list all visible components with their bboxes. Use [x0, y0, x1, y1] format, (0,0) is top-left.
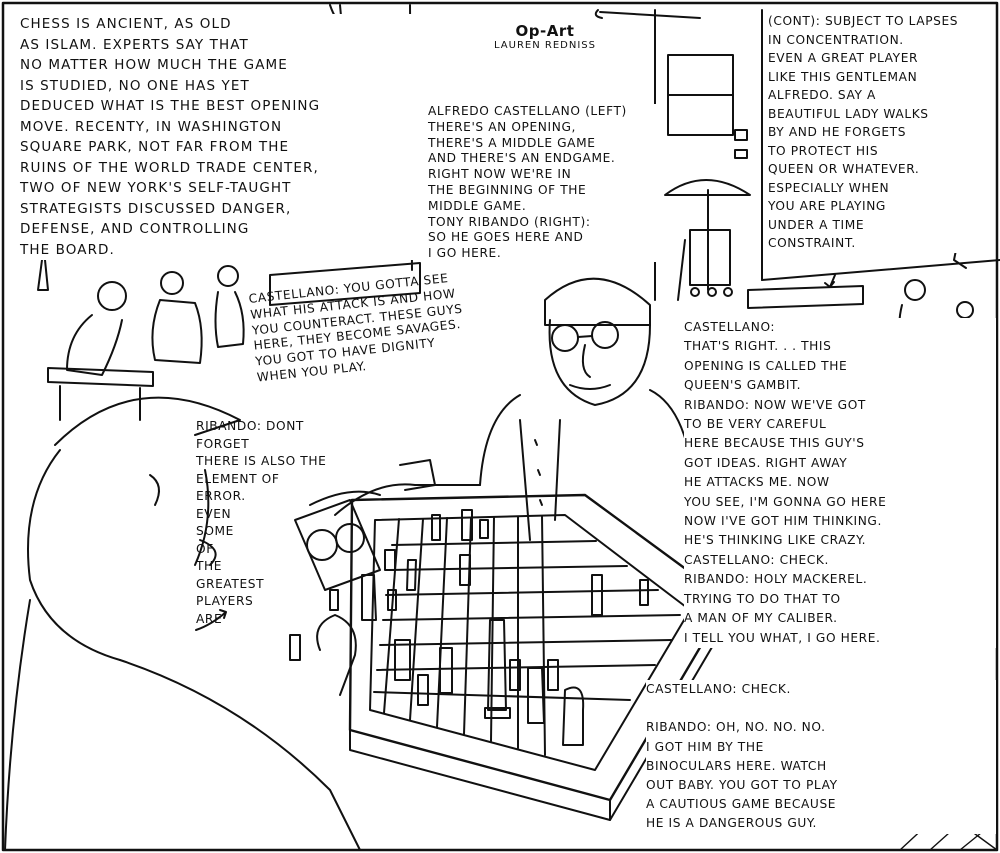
bench-center [269, 262, 421, 306]
intro-text: CHESS IS ANCIENT, AS OLD AS ISLAM. EXPER… [20, 14, 420, 260]
arrow-players [195, 609, 227, 631]
background-players-left [37, 248, 245, 376]
arrow-constraint [824, 274, 836, 288]
chess-clock [294, 490, 381, 591]
ribando-figure [4, 396, 361, 851]
dialogue-ribando-error: RIBANDO: DONT FORGET THERE IS ALSO THE E… [196, 419, 327, 626]
dialogue-check-ending: CASTELLANO: CHECK. RIBANDO: OH, NO. NO. … [646, 680, 996, 834]
dialogue-opening: ALFREDO CASTELLANO (LEFT) THERE'S AN OPE… [428, 104, 656, 262]
bench-right [747, 285, 864, 309]
dialogue-queens-gambit: CASTELLANO: THAT'S RIGHT. . . THIS OPENI… [684, 318, 996, 648]
section-title: Op-Art [515, 22, 575, 40]
author-byline: LAUREN REDNISS [494, 40, 596, 51]
masthead: Op-Art LAUREN REDNISS [475, 22, 615, 51]
chess-pieces [289, 509, 649, 746]
umbrella-cart [664, 179, 751, 297]
table-left [47, 367, 154, 387]
dialogue-continued: (CONT): SUBJECT TO LAPSES IN CONCENTRATI… [768, 12, 994, 253]
